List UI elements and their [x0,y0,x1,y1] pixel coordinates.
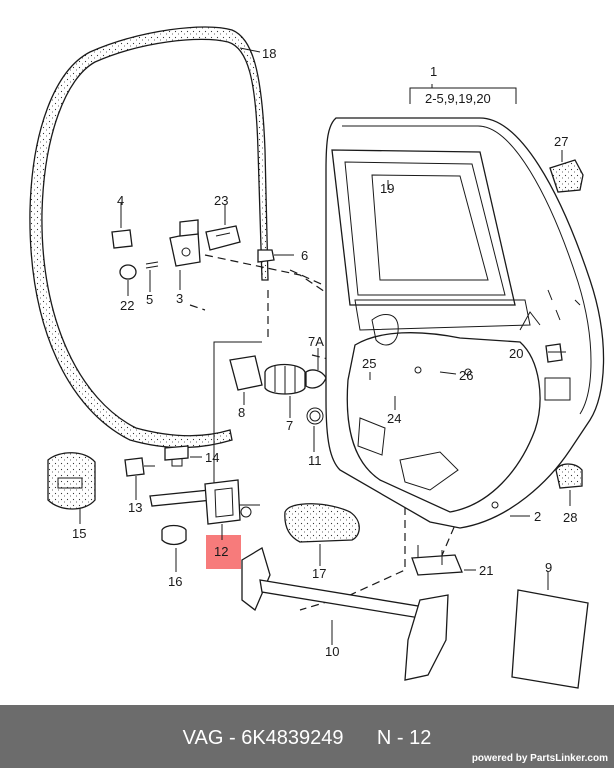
part-number-label: VAG - 6K4839249 N - 12 [182,727,432,749]
brand-credit: powered by PartsLinker.com [471,753,608,764]
grommet-14 [164,445,189,461]
plug-16 [161,524,187,546]
lock-housing-8 [229,355,263,391]
label-part-10: 10 [325,644,339,659]
label-part-28: 28 [563,510,577,525]
lock-cap-7a [305,369,327,389]
label-part-2: 2 [534,509,541,524]
pad-17 [284,503,360,543]
label-part-26: 26 [459,368,473,383]
striker-20 [545,343,563,363]
clip-27 [549,159,584,193]
bolt-6 [257,249,275,263]
impact-bar-10 [241,547,449,681]
label-part-13: 13 [128,500,142,515]
label-part-15: 15 [72,526,86,541]
label-part-7: 7 [286,418,293,433]
label-part-1-subparts: 2-5,9,19,20 [425,91,491,106]
label-part-12: 12 [214,544,228,559]
cap-22 [119,264,137,280]
label-part-11: 11 [308,453,322,468]
label-part-27: 27 [554,134,568,149]
label-part-4: 4 [117,193,124,208]
hinge-3 [169,219,201,267]
label-part-5: 5 [146,292,153,307]
part-labels: 1 2-5,9,19,20 2 3 4 5 6 7 7A 8 9 10 11 1… [72,46,577,659]
label-part-16: 16 [168,574,182,589]
door-frame [325,117,605,529]
panel-21 [411,545,463,576]
label-part-24: 24 [387,411,401,426]
leader-lines [79,47,571,645]
sheet-9 [511,589,589,689]
hinge-cover-23 [205,225,241,251]
buffer-28 [555,463,583,489]
label-part-3: 3 [176,291,183,306]
label-part-1: 1 [430,64,437,79]
label-part-6: 6 [301,248,308,263]
parts-diagram: 1 2-5,9,19,20 2 3 4 5 6 7 7A 8 9 10 11 1… [29,26,605,689]
lock-cylinder-7 [264,363,306,395]
label-part-20: 20 [509,346,523,361]
handle-15 [47,452,96,510]
label-part-22: 22 [120,298,134,313]
label-part-19: 19 [380,181,394,196]
label-part-9: 9 [545,560,552,575]
ring-11 [306,407,324,425]
label-part-17: 17 [312,566,326,581]
highlighted-part-marker [206,535,241,569]
bolt-13 [124,457,145,477]
footer-bar: VAG - 6K4839249 N - 12 powered by PartsL… [0,705,614,768]
check-strap-12 [149,479,252,525]
label-part-7a: 7A [308,334,324,349]
pin-5 [145,261,159,269]
door-seal [29,26,269,449]
label-part-25: 25 [362,356,376,371]
label-part-14: 14 [205,450,219,465]
label-part-21: 21 [479,563,493,578]
label-part-18: 18 [262,46,276,61]
label-part-23: 23 [214,193,228,208]
bolt-4 [111,229,133,249]
label-part-8: 8 [238,405,245,420]
